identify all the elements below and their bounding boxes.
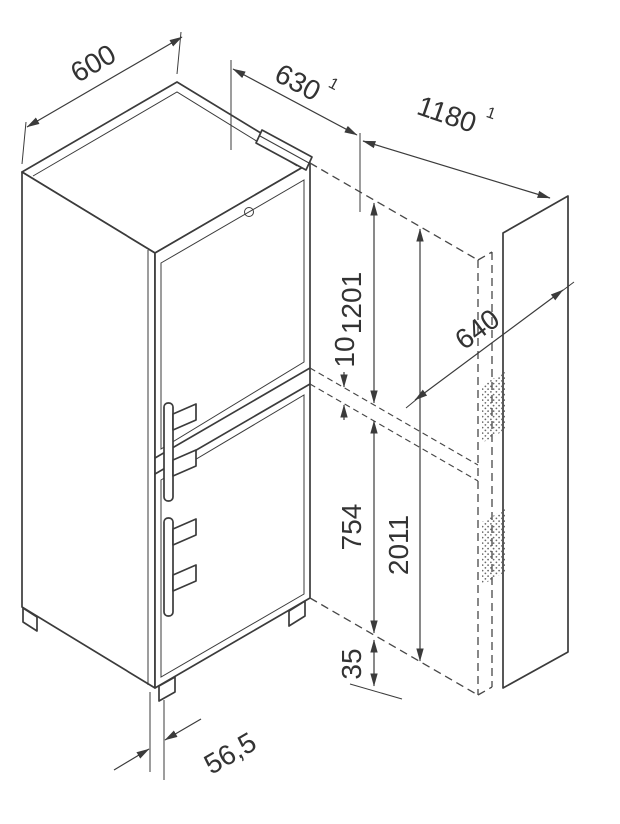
dim-1201-text: 1201 (336, 272, 367, 334)
dim-640-text: 640 (449, 303, 505, 356)
lower-handle-bracket-bottom (172, 564, 197, 592)
upper-door (154, 179, 311, 459)
door-lock-dot (244, 207, 254, 217)
dim-10-label: 10 (329, 336, 360, 367)
dim-door-gap: 10 (329, 336, 360, 420)
dim-630-extension-lines (230, 60, 361, 212)
upper-door-handle (163, 402, 197, 502)
dim-565-extension-lines (149, 692, 165, 780)
open-door-top (255, 129, 313, 171)
swing-gap-bottom (309, 383, 479, 482)
upper-handle-bar (163, 402, 174, 502)
dim-side-clearance: 56,5 (113, 692, 262, 780)
front-left-foot (158, 676, 176, 702)
dim-base-clearance: 35 (336, 639, 403, 700)
dim-1180-text: 1180 (413, 90, 480, 139)
front-right-foot (288, 600, 306, 627)
dim-630-label: 630 1 (270, 58, 342, 107)
dim-lower-section-height: 754 (336, 420, 378, 634)
dim-565-label: 56,5 (199, 726, 262, 780)
wall-face (502, 195, 569, 689)
dim-630-footnote: 1 (326, 75, 342, 94)
dim-640-line (414, 289, 564, 401)
dim-640-label: 640 (449, 303, 505, 356)
dim-35-floor-tick (349, 683, 403, 700)
upper-handle-bracket-top (172, 403, 197, 431)
dim-565-arrow-left (113, 748, 150, 771)
hinge-stipple-upper (482, 372, 505, 443)
dim-600-text: 600 (65, 38, 121, 88)
dim-600-line (26, 36, 183, 128)
dim-754-text: 754 (336, 504, 367, 551)
upper-handle-bracket-bottom (172, 449, 197, 477)
dim-10-text: 10 (329, 336, 360, 367)
fridge-body (21, 81, 311, 702)
dim-630-line (232, 68, 358, 136)
dim-1180-label: 1180 1 (413, 90, 498, 139)
hinge-stipple-lower (482, 509, 505, 585)
lower-handle-bracket-top (172, 518, 197, 546)
dim-door-swing-total: 1180 1 (362, 90, 551, 199)
upper-door-bottom-edge (154, 367, 311, 459)
dim-565-text: 56,5 (199, 726, 262, 780)
dim-35-text: 35 (336, 648, 367, 679)
dim-upper-section-height: 1201 (336, 202, 378, 404)
open-door-top-face (255, 129, 313, 171)
dim-600-label: 600 (65, 38, 121, 88)
lower-door-outline (160, 394, 305, 678)
swing-top-edge (309, 162, 479, 261)
door-swing-outline (309, 162, 493, 696)
upper-door-outline (160, 179, 305, 450)
dim-565-arrow-right (164, 718, 202, 741)
dim-1201-label: 1201 (336, 272, 367, 334)
dim-754-label: 754 (336, 504, 367, 551)
swing-bottom-edge (309, 597, 479, 696)
lower-door-handle (163, 517, 197, 617)
lower-handle-bar (163, 517, 174, 617)
swing-gap-top (309, 367, 479, 466)
back-left-foot (22, 607, 38, 632)
dim-total-height: 2011 (383, 228, 424, 662)
dim-2011-label: 2011 (383, 515, 414, 575)
open-door-top-fold (259, 135, 310, 164)
dim-1180-line (362, 140, 551, 199)
dim-640-extension-lines (405, 281, 575, 409)
wall-panel (482, 195, 569, 689)
dim-35-label: 35 (336, 648, 367, 679)
left-face (21, 171, 156, 689)
dim-1180-footnote: 1 (484, 104, 498, 123)
dim-630-text: 630 (270, 58, 326, 107)
dim-2011-text: 2011 (383, 515, 414, 575)
